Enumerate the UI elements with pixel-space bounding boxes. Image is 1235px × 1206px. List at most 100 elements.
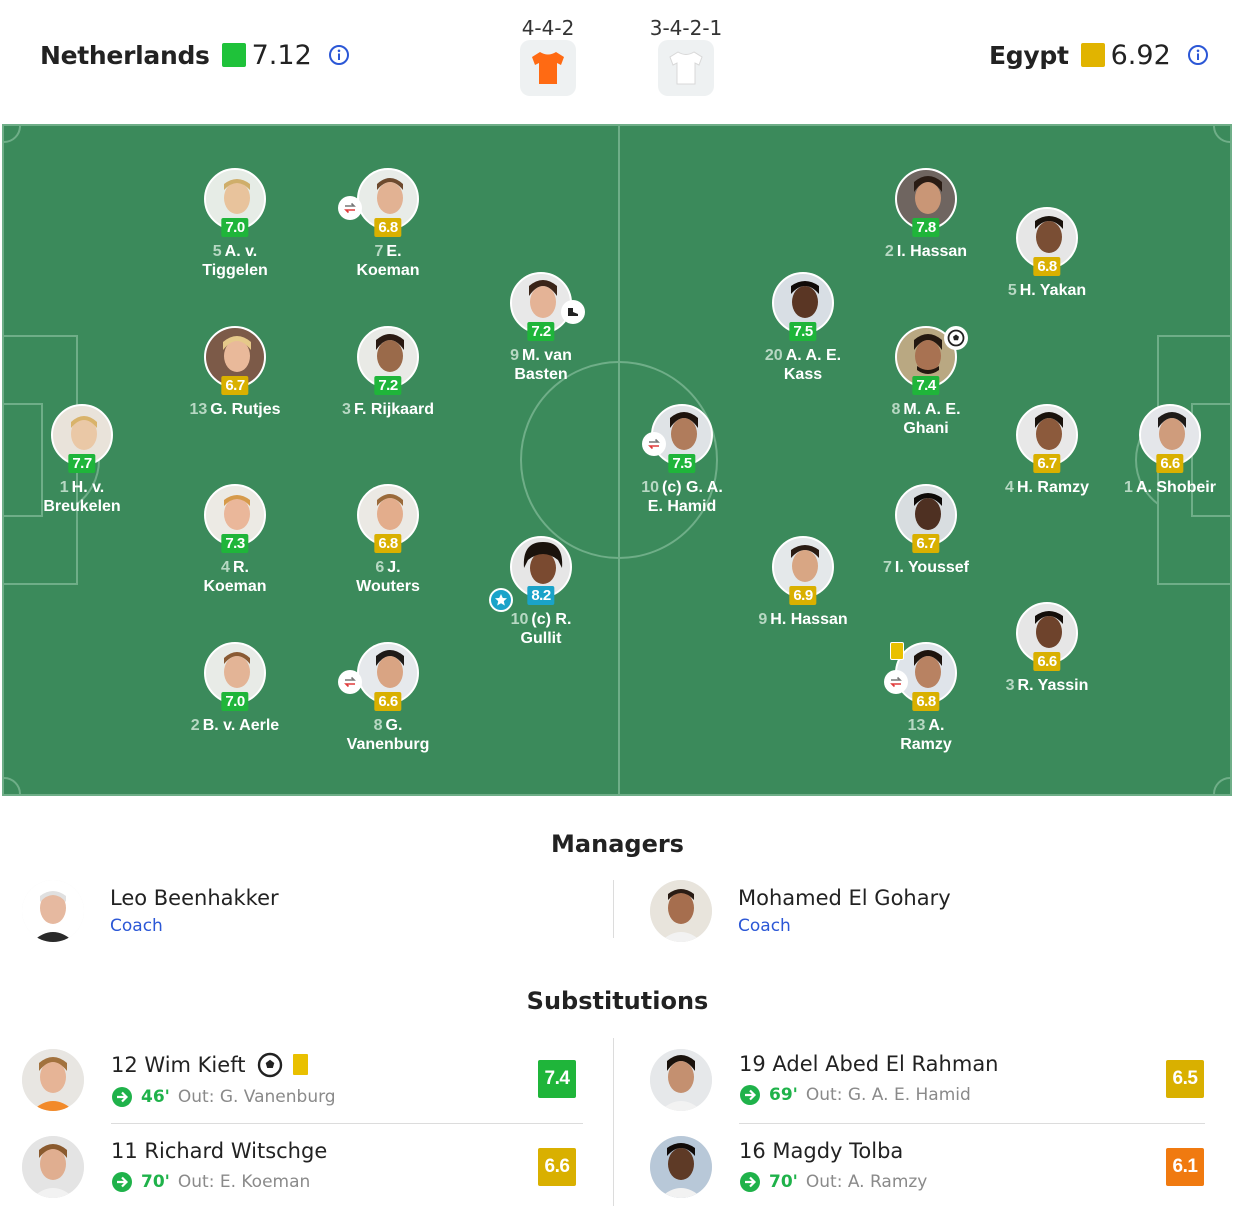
player-name-line2: Tiggelen [202,262,268,279]
info-icon[interactable] [1187,44,1209,66]
player-rating-badge: 7.5 [789,322,817,341]
sub-in-arrow-icon [740,1085,760,1105]
player-number: 4 [221,559,230,576]
player-name-line2: Gullit [520,630,562,647]
away-manager[interactable]: Mohamed El Gohary Coach [650,880,951,942]
player-rating-badge: 7.3 [221,534,249,553]
player-name-line2: Ghani [903,420,949,437]
managers-divider [613,880,614,938]
sub-avatar [22,1049,84,1111]
yellow-card-icon [293,1054,309,1075]
player-name-line1: A. Shobeir [1135,479,1216,496]
substitution-icon [642,432,666,456]
player-name-line1: M. A. E. [903,401,961,418]
away-team-rating: 6.92 [1110,39,1171,71]
shirt-icon [532,52,564,84]
sub-player-name: 19 Adel Abed El Rahman [739,1052,999,1076]
away-team-summary: Egypt 6.92 [989,38,1209,72]
manager-info: Leo Beenhakker Coach [110,886,279,936]
player-name-line1: H. Hassan [770,611,848,628]
player-number: 3 [1005,677,1015,694]
player-avatar [51,404,113,466]
player-name-line1: B. v. Aerle [202,717,280,734]
player-rating-badge: 6.6 [1033,652,1061,671]
player-card[interactable]: 7.5 10(c) G. A.E. Hamid [602,404,762,516]
substitution-row[interactable]: 19 Adel Abed El Rahman 69' Out: G. A. E.… [650,1048,1210,1128]
player-rating-badge: 7.0 [221,692,249,711]
sub-out-player: Out: G. A. E. Hamid [805,1085,971,1105]
home-team-summary: Netherlands 7.12 [40,38,350,72]
sub-minute: 69' [769,1085,798,1105]
info-icon[interactable] [328,44,350,66]
substitution-icon [338,670,362,694]
home-shirt-button[interactable] [520,40,576,96]
player-avatar [772,272,834,334]
player-name-line2: Vanenburg [346,736,430,753]
player-number: 8 [891,401,901,418]
sub-out-player: Out: E. Koeman [177,1172,311,1192]
player-number: 5 [1007,282,1017,299]
away-formation: 3-4-2-1 [649,16,723,40]
sub-rating-badge: 7.4 [538,1060,576,1098]
player-name-line1: R. [232,559,249,576]
player-name-line2: Koeman [203,578,267,595]
sub-out-player: Out: G. Vanenburg [177,1087,336,1107]
home-team-rating: 7.12 [251,39,312,71]
substitution-icon [338,196,362,220]
player-name-line2: Koeman [356,262,420,279]
sub-in-arrow-icon [112,1087,132,1107]
player-name-line1: I. Youssef [894,559,969,576]
player-name-line1: (c) G. A. [662,479,723,496]
player-card[interactable]: 8.2 10(c) R.Gullit [461,536,621,648]
sub-player-name: 16 Magdy Tolba [739,1139,904,1163]
substitution-row[interactable]: 11 Richard Witschge 70' Out: E. Koeman 6… [22,1136,582,1206]
player-number: 7 [374,243,384,260]
home-formation: 4-4-2 [521,16,575,40]
player-name-line2: Ramzy [900,736,952,753]
substitution-icon [884,670,908,694]
player-rating-badge: 7.5 [668,454,696,473]
home-manager[interactable]: Leo Beenhakker Coach [22,880,279,942]
player-avatar [1016,207,1078,269]
player-name-line1: F. Rijkaard [353,401,434,418]
substitutions-title: Substitutions [526,987,709,1015]
away-shirt-button[interactable] [658,40,714,96]
player-avatar [895,484,957,546]
sub-player-name: 12 Wim Kieft [111,1053,246,1077]
player-number: 10 [641,479,660,496]
player-rating-badge: 6.6 [1156,454,1184,473]
player-rating-badge: 7.4 [912,376,940,395]
substitution-row[interactable]: 16 Magdy Tolba 70' Out: A. Ramzy 6.1 [650,1136,1210,1206]
player-name-line1: A. [928,717,945,734]
substitution-row[interactable]: 12 Wim Kieft 46' Out: G. Vanenburg 7.4 [22,1048,582,1128]
manager-info: Mohamed El Gohary Coach [738,886,951,936]
sub-player-name: 11 Richard Witschge [111,1139,328,1163]
player-rating-badge: 8.2 [527,586,555,605]
